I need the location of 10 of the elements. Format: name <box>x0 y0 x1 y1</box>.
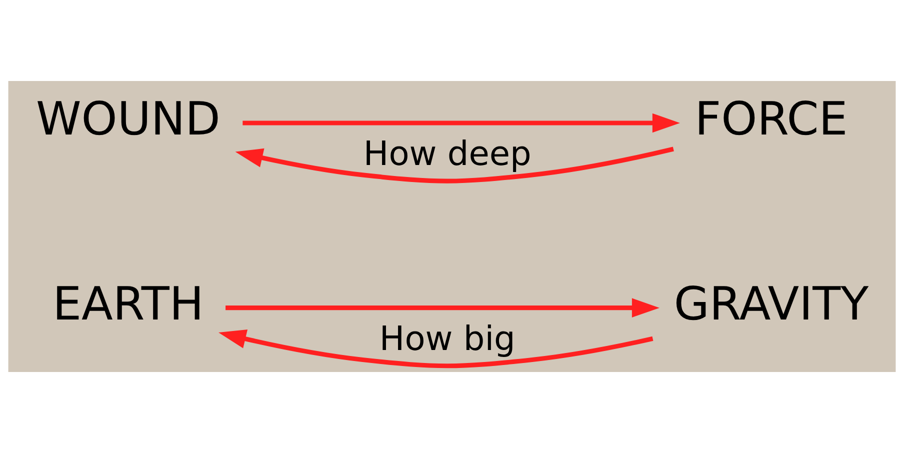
arrow <box>235 146 674 184</box>
arrow <box>226 298 660 318</box>
edge-label: How deep <box>363 134 532 174</box>
arrow <box>218 329 654 368</box>
arrow <box>242 113 680 133</box>
edge-label: How big <box>379 318 516 358</box>
node-text: EARTH <box>52 276 204 330</box>
node-text: GRAVITY <box>674 276 869 330</box>
node-text: FORCE <box>694 91 848 146</box>
node-text: WOUND <box>36 91 220 146</box>
